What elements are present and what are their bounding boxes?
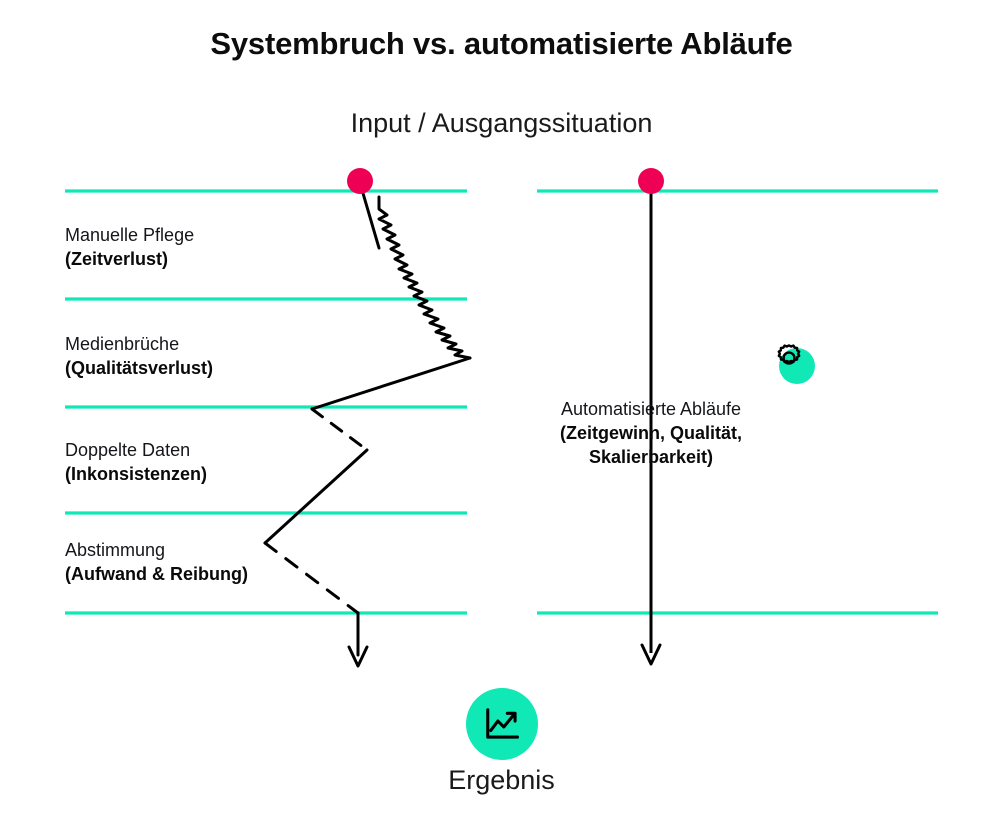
stage-emphasis: (Zeitverlust)	[65, 248, 169, 269]
result-label: Ergebnis	[448, 765, 555, 795]
diagram-subtitle: Input / Ausgangssituation	[350, 108, 653, 138]
stage-emphasis: (Aufwand & Reibung)	[65, 563, 248, 584]
right-arrowhead	[640, 643, 662, 666]
left-arrowhead	[347, 645, 369, 668]
right-start-dot	[638, 168, 664, 194]
right-lead: Automatisierte Abläufe	[560, 399, 742, 419]
left-start-dot	[347, 168, 373, 194]
stage-emphasis: (Qualitätsverlust)	[65, 357, 214, 378]
stage-label-medienbrueche: Medienbrüche (Qualitätsverlust)	[65, 333, 395, 381]
stage-lead: Doppelte Daten	[65, 440, 191, 460]
page-title: Systembruch vs. automatisierte Abläufe	[210, 26, 793, 61]
stage-label-abstimmung: Abstimmung (Aufwand & Reibung)	[65, 539, 395, 587]
stage-label-doppelte-daten: Doppelte Daten (Inkonsistenzen)	[65, 439, 395, 487]
stage-lead: Medienbrüche	[65, 334, 180, 354]
right-emphasis-line-1: (Zeitgewinn, Qualität,	[559, 422, 742, 443]
gear-icon	[777, 344, 801, 365]
stage-lead: Manuelle Pflege	[65, 225, 195, 245]
stage-label-manuelle-pflege: Manuelle Pflege (Zeitverlust)	[65, 224, 395, 272]
right-column-description: Automatisierte Abläufe (Zeitgewinn, Qual…	[486, 398, 816, 469]
stage-lead: Abstimmung	[65, 540, 166, 560]
stage-emphasis: (Inkonsistenzen)	[65, 463, 208, 484]
chart-line-up-icon	[486, 708, 519, 739]
right-emphasis-line-2: Skalierbarkeit)	[588, 446, 714, 467]
